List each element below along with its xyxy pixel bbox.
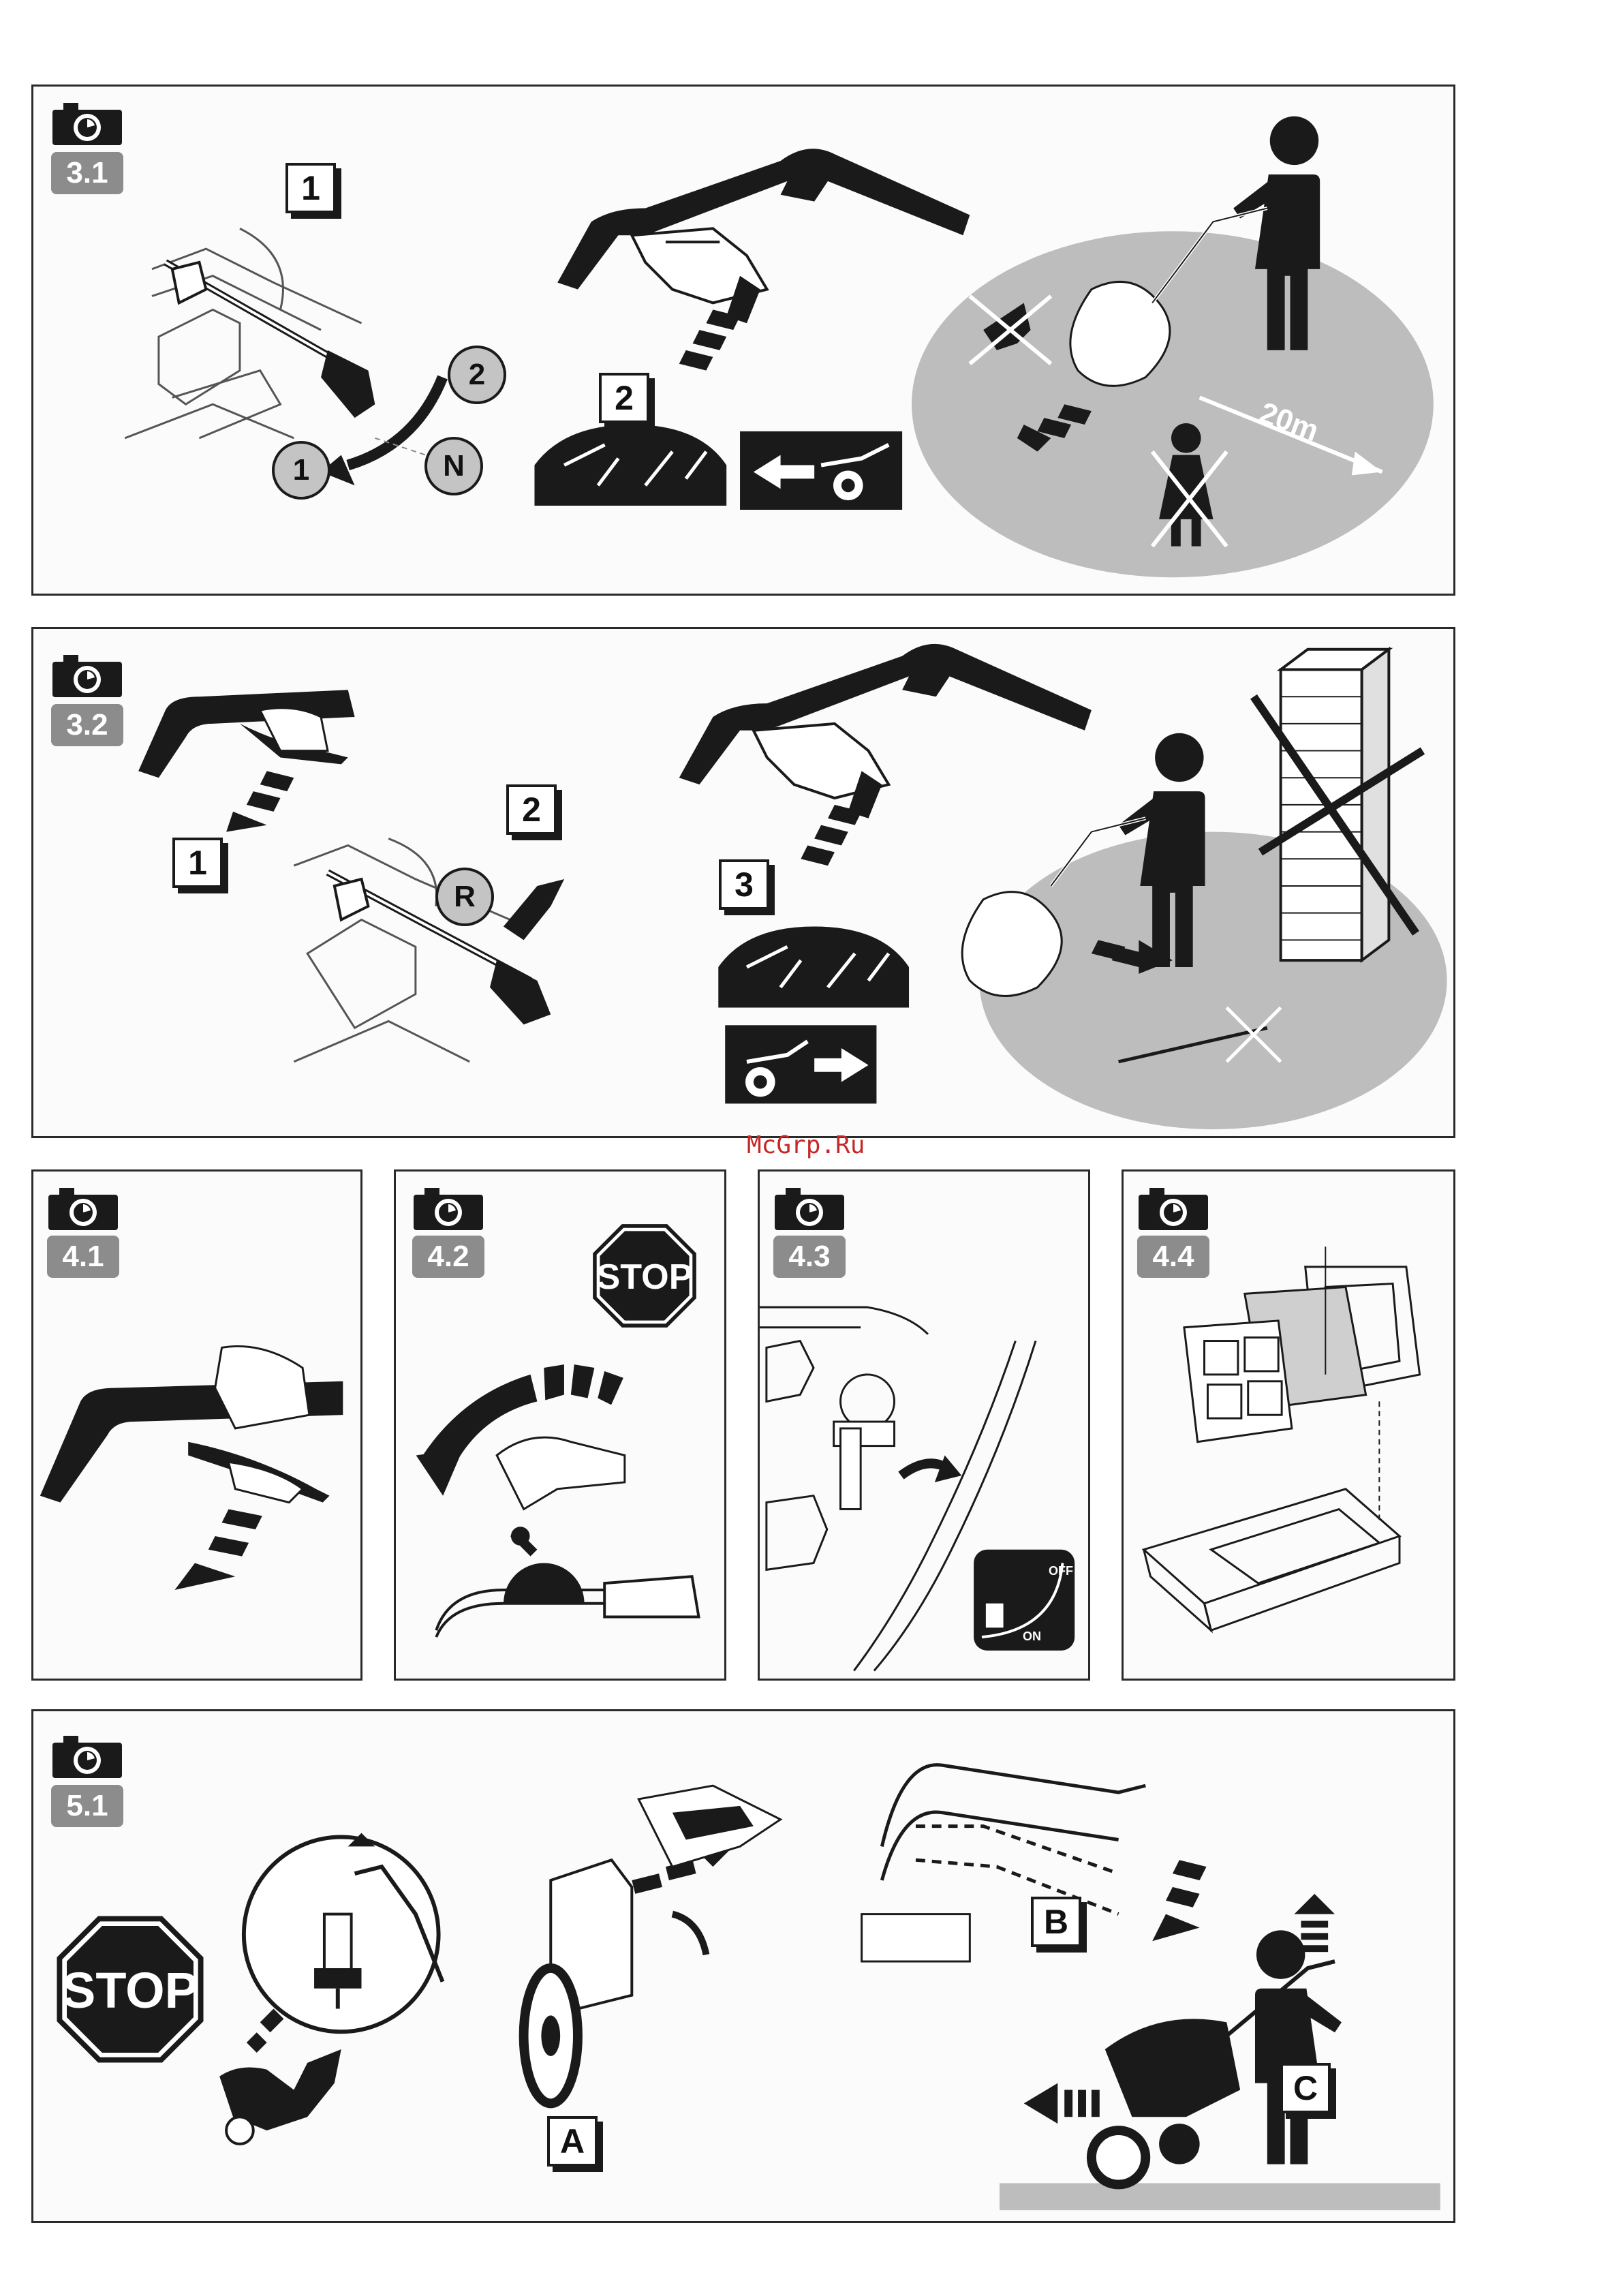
safety-zone-illustration (33, 87, 1453, 594)
fuel-tap-illustration (760, 1172, 1088, 1679)
figure-4-4: 4.4 (1122, 1169, 1455, 1681)
release-handle-illustration (33, 1172, 360, 1679)
fuel-on-label: ON (1023, 1629, 1041, 1644)
step-c-box: C (1280, 2063, 1331, 2113)
figure-4-3: 4.3 OFF ON (758, 1169, 1090, 1681)
figure-4-1: 4.1 (31, 1169, 362, 1681)
throttle-stop-illustration (396, 1172, 724, 1679)
figure-3-1: 3.1 1 1 N 2 2 (31, 85, 1455, 596)
backward-safety-illustration (33, 629, 1453, 1136)
figure-5-1: 5.1 STOP (31, 1709, 1455, 2223)
figure-3-2: 3.2 1 2 R (31, 627, 1455, 1138)
step-b-box: B (1031, 1897, 1081, 1947)
maintenance-illustration (33, 1711, 1453, 2221)
figure-4-2: 4.2 STOP (394, 1169, 726, 1681)
step-a-box: A (547, 2116, 598, 2167)
watermark: McGrp.Ru (747, 1131, 865, 1159)
fuel-off-label: OFF (1049, 1564, 1073, 1578)
air-filter-illustration (1124, 1172, 1453, 1679)
